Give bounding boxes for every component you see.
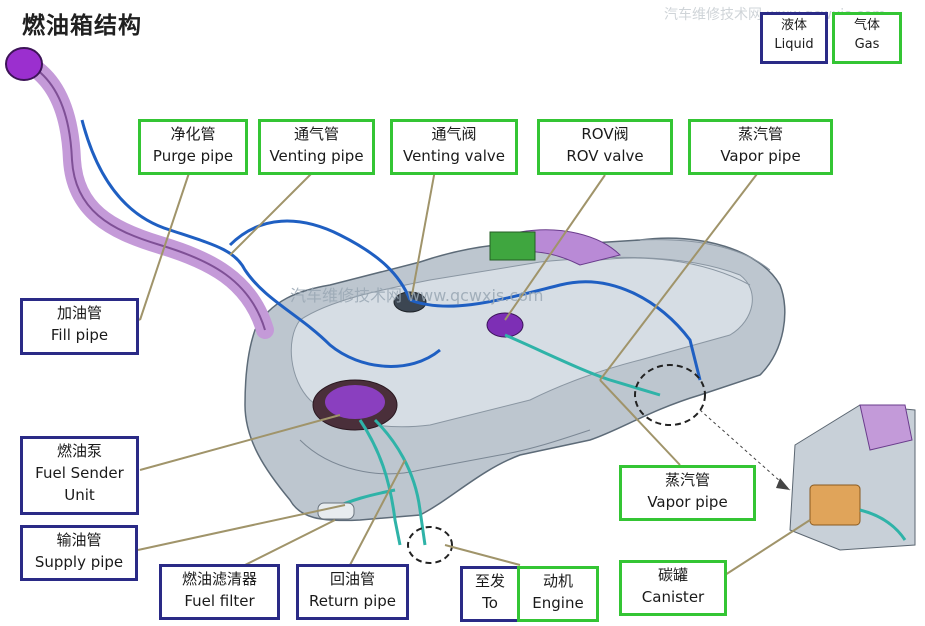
label-to-en: To	[482, 594, 498, 612]
label-engine-en: Engine	[532, 594, 584, 612]
leader-venting-valve	[411, 169, 436, 296]
label-supply-cn: 输油管	[56, 531, 102, 549]
label-venting-valve: 通气阀 Venting valve	[390, 119, 518, 175]
label-engine-cn: 动机	[542, 572, 573, 590]
venting-valve-disk	[393, 291, 427, 313]
label-canister-en: Canister	[641, 588, 705, 606]
label-canister: 碳罐 Canister	[619, 560, 727, 616]
label-fuel-sender-unit: 燃油泵 Fuel Sender Unit	[20, 436, 139, 515]
label-to-cn: 至发	[474, 572, 505, 590]
leader-lines	[119, 169, 811, 576]
supply-line	[358, 419, 402, 546]
tank-lower-shell	[299, 429, 591, 475]
label-return-pipe: 回油管 Return pipe	[296, 564, 409, 620]
leader-purge	[139, 169, 191, 321]
label-purge-cn: 净化管	[170, 125, 216, 143]
label-engine: 动机 Engine	[517, 566, 599, 622]
canister-purple-part	[859, 404, 913, 451]
label-venting-pipe-en: Venting pipe	[269, 147, 364, 165]
detail-arrow-line	[699, 409, 791, 491]
leader-supply	[137, 504, 346, 551]
watermark-center: 汽车维修技术网 www.qcwxjs.com	[290, 286, 544, 305]
fill-pipe-neck	[21, 56, 274, 339]
label-rov-cn: ROV阀	[581, 125, 629, 143]
fill-pipe-neck-shade	[29, 64, 266, 331]
label-purge-pipe: 净化管 Purge pipe	[138, 119, 248, 175]
green-valve-block	[489, 231, 536, 261]
fuel-pump-top	[325, 385, 385, 419]
label-pump-en2: Unit	[64, 486, 95, 504]
label-fill-pipe: 加油管 Fill pipe	[20, 298, 139, 355]
leader-vapor2	[599, 379, 681, 466]
label-pump-cn: 燃油泵	[56, 442, 102, 460]
canister-body	[809, 484, 861, 526]
leader-filter	[244, 519, 336, 566]
label-rov-en: ROV valve	[566, 147, 644, 165]
label-supply-pipe: 输油管 Supply pipe	[20, 525, 138, 581]
label-filter-en: Fuel filter	[184, 592, 255, 610]
label-fill-en: Fill pipe	[50, 326, 109, 344]
tank-rib	[599, 257, 751, 286]
tank-rib	[639, 239, 771, 271]
label-vapor1-cn: 蒸汽管	[737, 125, 783, 143]
engine-connector-highlight	[407, 526, 453, 564]
leader-rov	[504, 174, 606, 321]
label-fuel-filter: 燃油滤清器 Fuel filter	[159, 564, 280, 620]
legend-gas: 气体 Gas	[832, 12, 902, 64]
label-purge-en: Purge pipe	[152, 147, 234, 165]
label-return-en: Return pipe	[309, 592, 396, 610]
leader-pump	[139, 414, 341, 471]
purple-bracket	[519, 229, 621, 266]
detail-arrow-head	[776, 478, 790, 490]
label-canister-cn: 碳罐	[657, 566, 688, 584]
fuel-filter-body	[317, 502, 355, 520]
return-line	[373, 418, 427, 546]
label-rov-valve: ROV阀 ROV valve	[537, 119, 673, 175]
label-vapor-pipe-top: 蒸汽管 Vapor pipe	[688, 119, 833, 175]
page-title: 燃油箱结构	[22, 13, 142, 39]
label-vapor2-en: Vapor pipe	[647, 493, 728, 511]
fuel-cap	[5, 47, 43, 81]
purge-pipe-line	[80, 119, 441, 368]
vapor-line	[504, 333, 661, 397]
legend-liquid-en: Liquid	[774, 37, 814, 52]
label-venting-pipe: 通气管 Venting pipe	[258, 119, 375, 175]
leader-venting-pipe	[229, 169, 316, 256]
leader-canister	[724, 519, 811, 576]
label-vapor-pipe-bottom: 蒸汽管 Vapor pipe	[619, 465, 756, 521]
legend-liquid: 液体 Liquid	[760, 12, 828, 64]
leader-engine	[444, 544, 521, 566]
label-venting-valve-en: Venting valve	[402, 147, 506, 165]
label-vapor1-en: Vapor pipe	[720, 147, 801, 165]
label-filter-cn: 燃油滤清器	[181, 570, 257, 588]
legend-gas-en: Gas	[854, 37, 880, 52]
label-vapor2-cn: 蒸汽管	[664, 471, 710, 489]
label-to: 至发 To	[460, 566, 520, 622]
label-pump-en1: Fuel Sender	[35, 464, 124, 482]
legend-gas-cn: 气体	[853, 18, 880, 33]
label-venting-valve-cn: 通气阀	[431, 125, 477, 143]
canister-pipe	[859, 508, 907, 541]
canister-connector-highlight	[634, 364, 706, 426]
leader-return	[349, 459, 406, 566]
label-fill-cn: 加油管	[56, 304, 102, 322]
label-venting-pipe-cn: 通气管	[293, 125, 339, 143]
top-pipe-line	[409, 280, 702, 381]
rov-valve-disk	[486, 312, 524, 338]
leader-vapor1	[599, 169, 761, 381]
legend-liquid-cn: 液体	[780, 18, 807, 33]
label-supply-en: Supply pipe	[34, 553, 124, 571]
label-return-cn: 回油管	[329, 570, 375, 588]
